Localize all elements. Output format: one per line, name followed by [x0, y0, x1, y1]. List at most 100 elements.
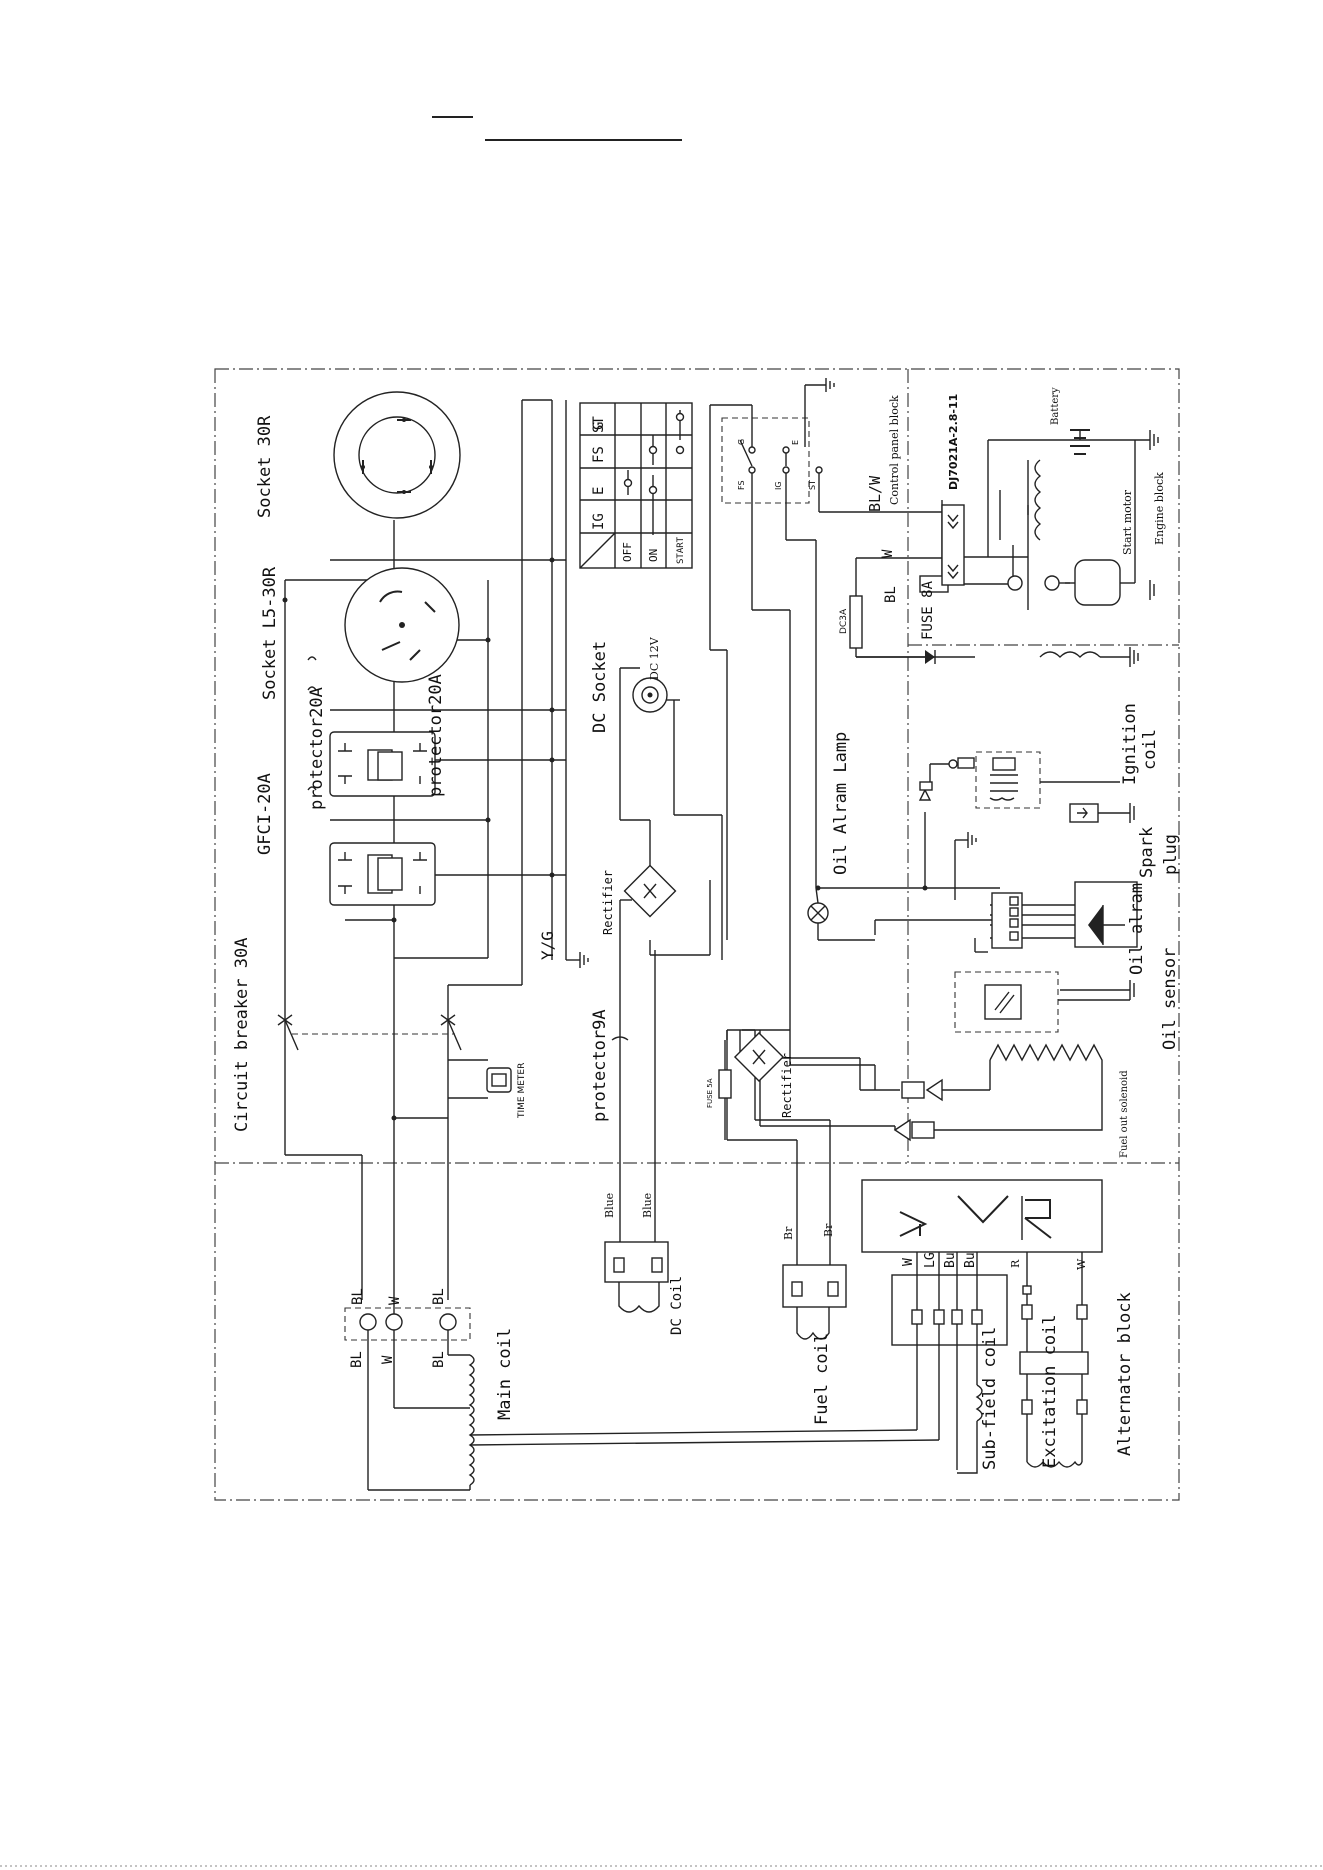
switch-header-e: E	[591, 487, 607, 495]
spark-plug	[1069, 803, 1135, 823]
label-protector-9a: protector9A	[590, 1009, 610, 1122]
oil-alarm-module	[1074, 881, 1138, 948]
label-start-motor: Start motor	[1121, 489, 1134, 555]
avr-module	[861, 1179, 1103, 1253]
protector-receptacle	[329, 731, 436, 797]
label-dc-socket: DC Socket	[590, 641, 610, 733]
label-avr-lg: LG	[923, 1252, 938, 1268]
ignition-switch: G E FS IG ST	[721, 417, 823, 504]
switch-table	[579, 402, 693, 569]
label-w: W	[880, 549, 896, 558]
label-r: R	[1009, 1259, 1022, 1268]
label-terminal-bl2-top: BL	[431, 1288, 447, 1305]
label-dc3a: DC3A	[839, 608, 849, 634]
terminal-block	[344, 1307, 471, 1491]
label-oil-sensor: Oil sensor	[1160, 948, 1180, 1050]
avr-symbol-a: A	[0, 0, 1, 1]
label-bl: BL	[883, 586, 899, 603]
fuel-solenoid	[859, 1043, 1103, 1142]
label-socket-l5: Socket L5-30R	[260, 566, 280, 700]
engine-wiring	[856, 429, 1159, 667]
label-excitation-coil: Excitation coil	[1040, 1314, 1060, 1468]
label-circuit-breaker: Circuit breaker 30A	[232, 938, 252, 1132]
label-fuse-8a: FUSE 8A	[920, 580, 936, 640]
switch-header-g: G	[591, 422, 607, 430]
label-terminal-bl-top: BL	[350, 1288, 366, 1305]
label-main-coil: Main coil	[495, 1328, 515, 1420]
excitation-coil	[1019, 1252, 1089, 1468]
label-part-number: DJ7021A-2.8-11	[947, 394, 960, 490]
label-dc-12v: DC 12V	[648, 636, 661, 680]
label-br-2: Br	[822, 1223, 835, 1237]
dc-wiring	[611, 667, 723, 1245]
label-terminal-bl-bottom: BL	[349, 1351, 365, 1368]
label-terminal-bl2-bottom: BL	[431, 1351, 447, 1368]
switch-row-on: ON	[647, 549, 660, 562]
label-control-panel-block: Control panel block	[888, 395, 901, 505]
fuel-wiring	[718, 1029, 895, 1265]
label-avr-bu-1: Bu	[943, 1252, 958, 1268]
terminal-ig: IG	[774, 481, 783, 490]
gfci-receptacle	[329, 842, 436, 906]
dc-socket	[632, 677, 668, 713]
switch-header-st: ST	[591, 416, 607, 433]
sub-field-coil	[957, 1384, 983, 1474]
label-blue-2: Blue	[641, 1193, 654, 1218]
avr-symbols: A V R	[0, 0, 1, 1]
fuel-coil-connector	[782, 1264, 847, 1340]
switch-row-off: OFF	[621, 542, 634, 562]
circuit-breaker-symbol	[277, 1014, 462, 1155]
label-blw: BL/W	[866, 475, 884, 512]
switch-header-fs: FS	[591, 446, 607, 463]
block-frames	[214, 368, 1180, 1501]
main-coil	[468, 1354, 940, 1490]
dc-coil-connector	[604, 1241, 669, 1313]
ignition-coil	[929, 751, 1120, 809]
label-fuel-solenoid: Fuel out solenoid	[1119, 1070, 1130, 1158]
label-terminal-w-bottom: W	[380, 1355, 396, 1364]
oil-alarm-lamp	[807, 885, 928, 941]
oil-sensor	[954, 971, 1130, 1033]
wire-hop	[307, 656, 317, 791]
fuse-dc3a	[849, 595, 863, 649]
switch-header-ig: IG	[591, 513, 607, 530]
terminal-st: ST	[808, 480, 817, 490]
terminal-fs: FS	[737, 480, 746, 490]
time-meter	[486, 1067, 512, 1093]
label-dc-coil: DC Coil	[669, 1276, 685, 1335]
rectifier-dc	[623, 864, 677, 918]
label-yg: Y/G	[538, 931, 557, 960]
label-socket-30r: Socket 30R	[255, 415, 275, 518]
label-w2: W	[1075, 1258, 1088, 1270]
oil-alarm-connector	[991, 892, 1023, 949]
label-protector-2: protector20A	[426, 674, 446, 797]
label-sub-field-coil: Sub-field coil	[980, 1327, 1000, 1470]
label-oil-alarm: Oil alram	[1127, 883, 1147, 975]
rectifier-fuel	[733, 1031, 785, 1083]
switch-row-start: START	[676, 536, 686, 564]
terminal-e: E	[791, 440, 800, 445]
control-wiring	[709, 378, 1012, 1090]
label-oil-alarm-lamp: Oil Alram Lamp	[831, 732, 851, 875]
label-gfci: GFCI-20A	[255, 773, 275, 855]
label-spark-1: Spark	[1137, 827, 1157, 878]
label-terminal-w-top: W	[387, 1296, 403, 1305]
avr-symbol-r: R	[0, 0, 1, 1]
label-alternator-block: Alternator block	[1115, 1292, 1135, 1456]
terminal-g: G	[737, 439, 746, 445]
label-battery: Battery	[1050, 387, 1061, 425]
label-protector-1: protector20A	[307, 687, 327, 810]
label-rectifier-2: Rectifier	[780, 1053, 794, 1118]
label-fuel-coil: Fuel coil	[812, 1333, 832, 1425]
label-br-1: Br	[782, 1226, 795, 1240]
socket-l5-30r	[344, 567, 460, 683]
label-blue-1: Blue	[603, 1193, 616, 1218]
socket-30r	[333, 391, 461, 519]
label-avr-w: W	[901, 1258, 916, 1266]
starter-relay	[941, 504, 965, 586]
time-meter-label: TIME METER	[517, 1063, 527, 1119]
label-rectifier-1: Rectifier	[601, 870, 615, 935]
switch-table-headers: IG E FS G ST OFF ON START	[591, 416, 686, 564]
label-fuse-5a: FUSE 5A	[706, 1078, 714, 1108]
